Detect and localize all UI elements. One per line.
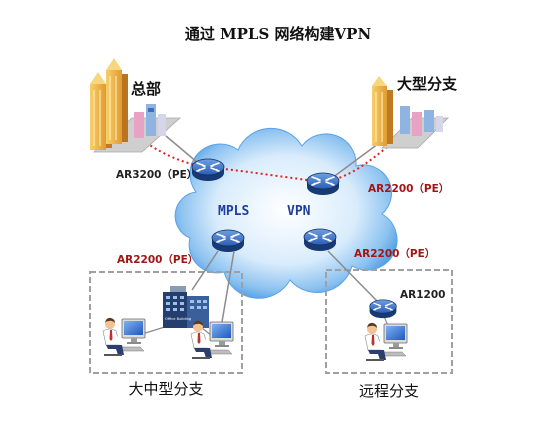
remote-cpe-router-icon: [369, 299, 397, 319]
headquarters-label: 总部: [131, 80, 161, 98]
cloud-label-mpls: MPLS: [218, 204, 249, 219]
medium-branch-link-office: [191, 250, 219, 291]
vpn-tunnel-path: [141, 137, 399, 184]
headquarters-building-icon: [90, 58, 182, 153]
remote-branch-link-cpe: [327, 250, 379, 303]
remote-branch-pe-label: AR2200（PE）: [354, 247, 435, 260]
hq-uplink: [165, 135, 199, 164]
pc-user-right-icon: [189, 319, 235, 361]
office-building-sign: Office Building: [165, 317, 191, 321]
pc-user-left-icon: [101, 316, 147, 358]
large-branch-building-icon: [372, 76, 449, 149]
remote-branch-pe-router-icon: [303, 228, 337, 252]
remote-cpe-label: AR1200: [400, 289, 445, 301]
pc-user-remote-icon: [363, 321, 409, 363]
remote-branch-box: [325, 269, 453, 374]
medium-large-branch-label: 大中型分支: [128, 380, 203, 398]
remote-branch-label: 远程分支: [359, 382, 419, 400]
medium-branch-pe-router-icon: [211, 229, 245, 253]
cloud-label-vpn: VPN: [287, 204, 311, 219]
office-building-icon: Office Building: [163, 286, 209, 328]
large-branch-pe-router-icon: [306, 172, 340, 196]
diagram-title: 通过 MPLS 网络构建VPN: [185, 25, 372, 43]
medium-branch-pe-label: AR2200（PE）: [117, 253, 198, 266]
large-branch-label: 大型分支: [397, 75, 458, 93]
hq-pe-label: AR3200（PE）: [116, 168, 197, 181]
medium-branch-link-pc: [221, 250, 235, 323]
medium-large-branch-box: [89, 271, 243, 374]
large-branch-pe-label: AR2200（PE）: [368, 182, 449, 195]
